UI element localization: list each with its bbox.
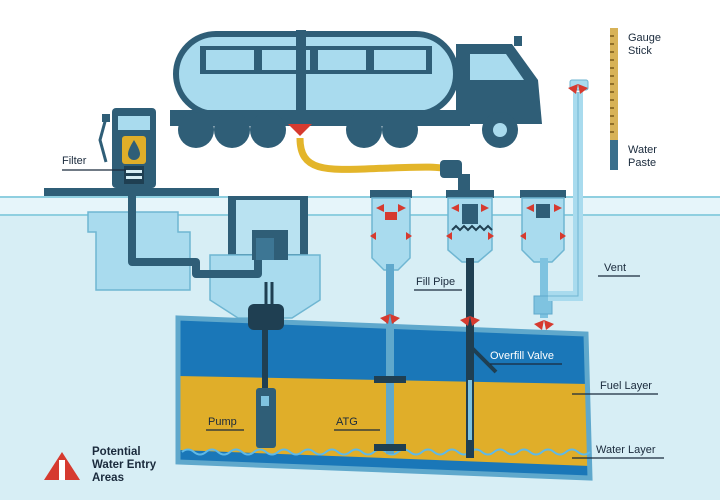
fuel-drop-icon [128,140,140,160]
label-fill-pipe: Fill Pipe [416,276,456,288]
label-filter: Filter [62,155,87,167]
tanker-truck [170,30,542,148]
storage-tank [175,315,593,481]
label-atg: ATG [336,416,358,428]
delivery-hose [296,137,452,174]
vent-riser [520,92,583,318]
label-fuel-layer: Fuel Layer [600,380,652,392]
label-water-paste: Water Paste [628,144,657,169]
submersible-pump [248,282,284,448]
label-water-layer: Water Layer [596,444,656,456]
fuel-dispenser [98,108,156,188]
label-leaders [62,169,664,459]
label-vent: Vent [604,262,627,274]
dispenser-sump [87,211,191,291]
legend-label: Potential Water Entry Areas [92,446,157,484]
water-entry-markers [370,84,588,330]
gauge-stick [610,28,618,170]
label-pump: Pump [208,416,237,428]
warning-triangle-icon [44,452,80,480]
atg-riser [370,190,412,454]
label-gauge-stick: Gauge Stick [628,32,662,57]
label-overfill-valve: Overfill Valve [490,350,554,362]
